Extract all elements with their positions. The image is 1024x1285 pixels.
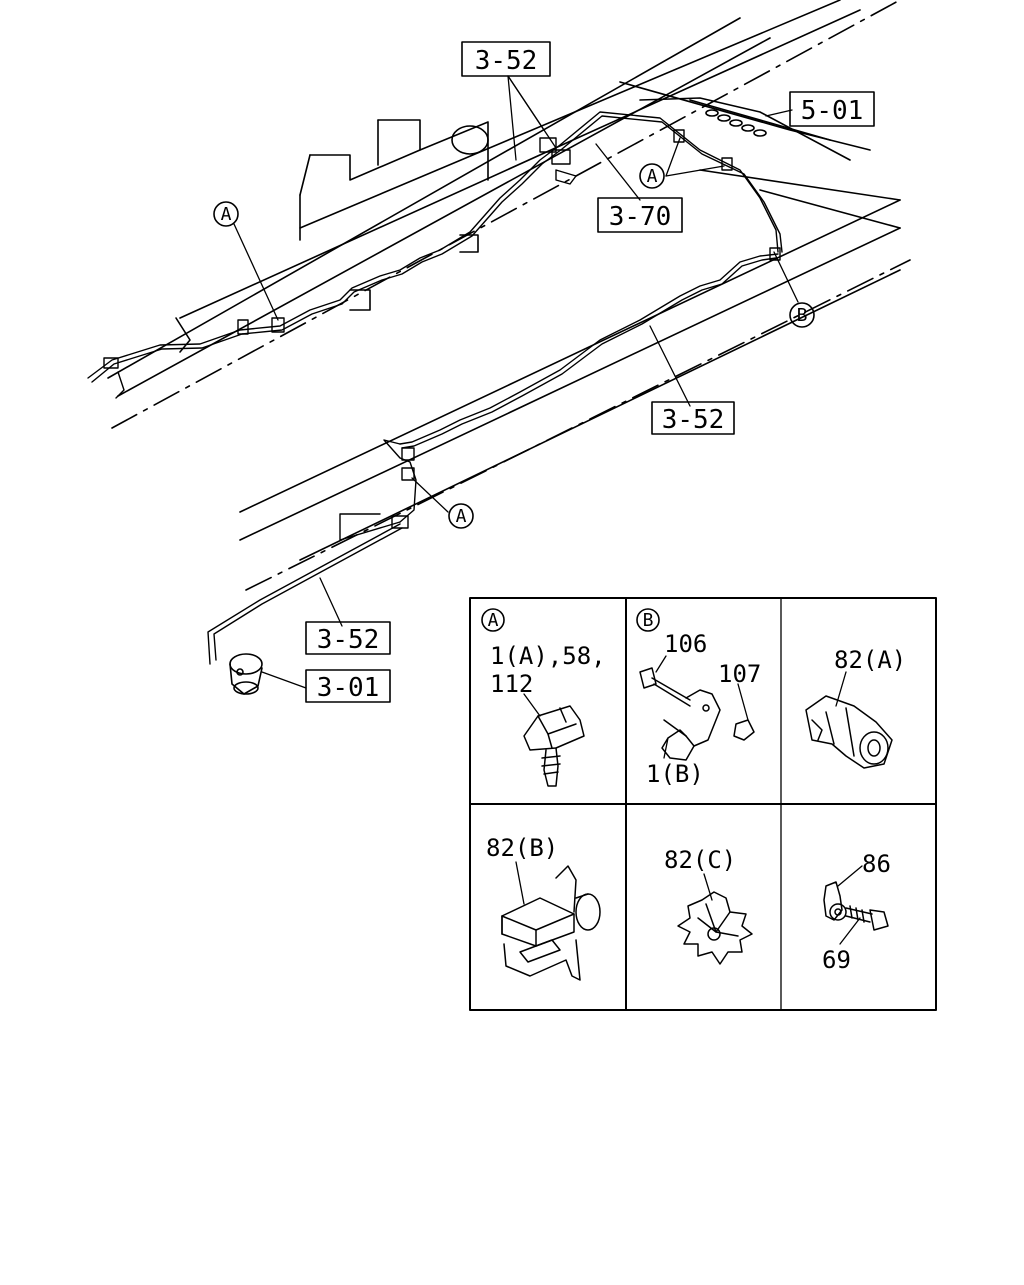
marker-letter: A [221,204,232,225]
callout-3-52-mid: 3-52 [651,401,735,435]
marker-letter: A [456,506,467,527]
clip-part [523,705,585,787]
detail-cell-d: 82(B) [486,834,601,981]
marker-a-right: A [639,163,665,189]
marker-letter: A [647,166,658,187]
upper-frame-rail [107,0,901,429]
ref-label: 5-01 [801,96,864,126]
callout-5-01: 5-01 [789,91,875,127]
detail-table [469,597,937,1011]
detail-cell-b: B 106 107 1(B) [636,608,761,788]
callout-3-52-top: 3-52 [461,41,551,77]
part-label: 107 [718,660,761,688]
part-label: 86 [862,850,891,878]
ref-label: 3-52 [662,405,725,435]
marker-letter: B [797,305,808,326]
cross-member [619,81,901,229]
part-label: 106 [664,630,707,658]
ref-label: 3-70 [609,202,672,232]
ref-label: 3-52 [317,625,380,655]
detail-cell-a: A 1(A),58, 112 [481,608,606,787]
part-label: 1(B) [646,760,704,788]
detail-cell-c: 82(A) [805,646,906,769]
callout-3-01: 3-01 [305,669,391,703]
detail-cell-e: 82(C) [664,846,753,965]
leader-lines [233,75,799,689]
part-label: 82(A) [834,646,906,674]
cell-badge: A [488,610,499,631]
bracket-part [639,667,755,761]
tank-block [175,119,489,353]
marker-a-lower: A [448,503,474,529]
marker-a-left: A [213,201,239,227]
part-label: 82(B) [486,834,558,862]
cell-badge: B [643,610,654,631]
callout-3-70: 3-70 [597,197,683,233]
wheel-cylinder [229,653,263,695]
part-label: 82(C) [664,846,736,874]
clip-part [677,891,753,965]
part-label: 1(A),58, [490,642,606,670]
ref-label: 3-52 [475,46,538,76]
part-label: 69 [822,946,851,974]
clamp-bolt-part [823,881,889,931]
upper-brake-line [87,111,783,399]
detail-cell-f: 86 69 [822,850,891,974]
ref-label: 3-01 [317,673,380,703]
callout-3-52-low: 3-52 [305,621,391,655]
lower-brake-line [207,253,779,665]
part-label: 112 [490,670,533,698]
clip-part [805,695,893,769]
marker-b: B [789,302,815,328]
clamp-part [501,865,601,981]
